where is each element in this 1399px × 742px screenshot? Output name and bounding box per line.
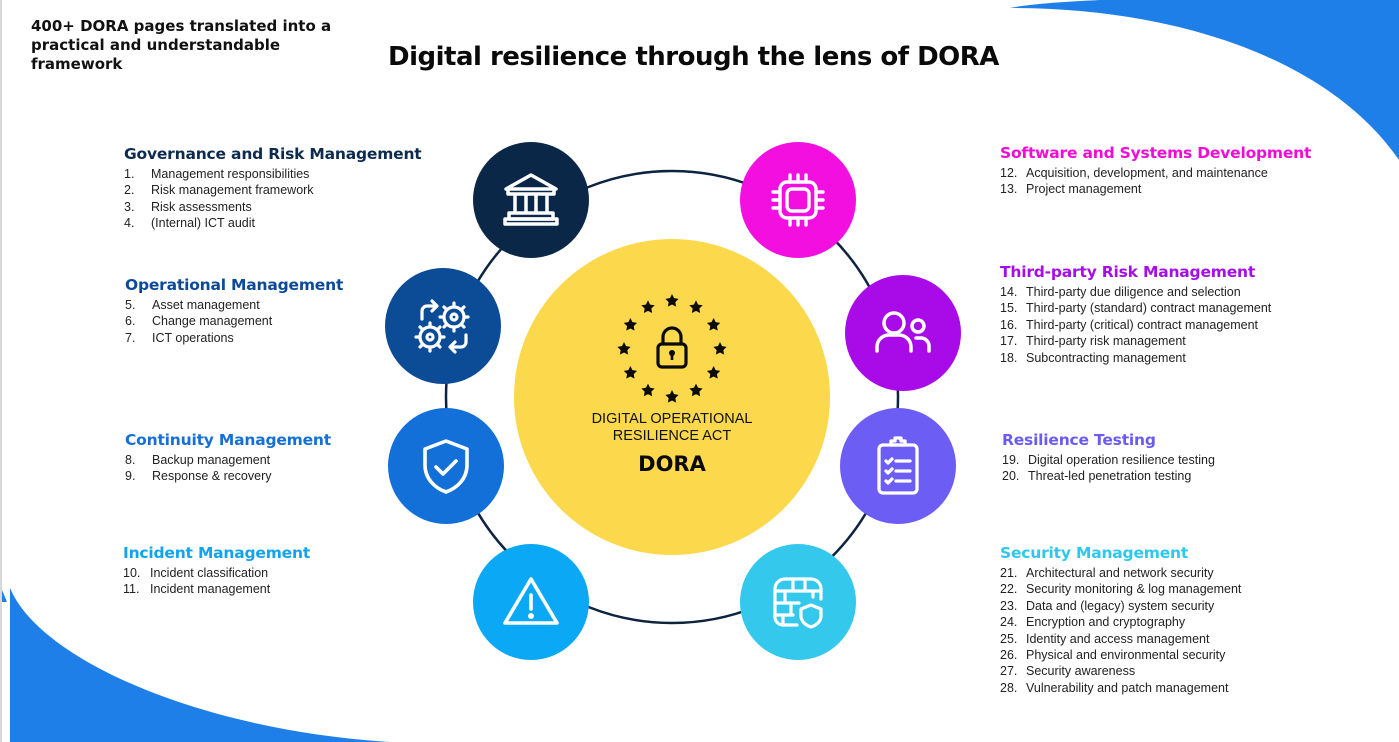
list-item: 4.(Internal) ICT audit [124, 216, 255, 231]
list-item: 28.Vulnerability and patch management [1000, 680, 1229, 695]
section-title: Third-party Risk Management [1000, 263, 1256, 281]
list-item: 20.Threat-led penetration testing [1002, 469, 1192, 484]
page-title: Digital resilience through the lens of D… [388, 42, 999, 72]
warning-triangle-icon [503, 577, 559, 625]
node-operational[interactable] [385, 268, 501, 384]
list-item: 25.Identity and access management [1000, 631, 1210, 646]
clipboard-checklist-icon [877, 436, 919, 495]
node-third-party[interactable] [845, 275, 961, 391]
act-name: DIGITAL OPERATIONAL RESILIENCE ACT [591, 411, 753, 444]
section-title: Continuity Management [125, 431, 331, 449]
firewall-shield-icon [773, 577, 823, 629]
list-item: 21.Architectural and network security [1000, 566, 1214, 580]
section-title: Governance and Risk Management [124, 145, 422, 163]
list-item: 27.Security awareness [1000, 664, 1136, 679]
cpu-chip-icon [771, 173, 825, 227]
section-software: Software and Systems Development 12.Acqu… [1000, 144, 1311, 198]
tagline: 400+ DORA pages translated into a practi… [31, 17, 332, 73]
list-item: 1.Management responsibilities [124, 167, 310, 181]
list-item: 10.Incident classification [123, 566, 269, 580]
node-resilience-testing[interactable] [840, 408, 956, 524]
list-item: 15.Third-party (standard) contract manag… [1000, 301, 1272, 316]
list-item: 7.ICT operations [125, 330, 234, 345]
list-item: 14.Third-party due diligence and selecti… [1000, 285, 1241, 299]
section-continuity: Continuity Management 8.Backup managemen… [125, 431, 331, 485]
users-icon [875, 311, 931, 353]
list-item: 9.Response & recovery [125, 469, 272, 484]
section-operational: Operational Management 5.Asset managemen… [125, 276, 343, 346]
node-continuity[interactable] [388, 408, 504, 524]
list-item: 24.Encryption and cryptography [1000, 615, 1186, 630]
list-item: 19.Digital operation resilience testing [1002, 453, 1215, 467]
list-item: 12.Acquisition, development, and mainten… [1000, 166, 1268, 180]
list-item: 17.Third-party risk management [1000, 334, 1186, 349]
list-item: 11.Incident management [123, 582, 271, 597]
section-governance: Governance and Risk Management 1.Managem… [124, 145, 422, 232]
eu-stars-padlock-icon [617, 294, 727, 403]
shield-check-icon [423, 439, 469, 494]
section-title: Resilience Testing [1002, 431, 1156, 449]
dora-acronym: DORA [638, 452, 706, 476]
list-item: 6.Change management [125, 314, 273, 329]
section-title: Operational Management [125, 276, 344, 294]
node-incident[interactable] [473, 544, 589, 660]
section-incident: Incident Management 10.Incident classifi… [123, 544, 310, 598]
list-item: 13.Project management [1000, 182, 1142, 197]
list-item: 3.Risk assessments [124, 199, 252, 214]
node-security[interactable] [740, 544, 856, 660]
section-title: Software and Systems Development [1000, 144, 1312, 162]
list-item: 26.Physical and environmental security [1000, 648, 1226, 663]
section-resilience-testing: Resilience Testing 19.Digital operation … [1002, 431, 1215, 485]
list-item: 2.Risk management framework [124, 183, 314, 198]
section-title: Incident Management [123, 544, 311, 562]
dora-center: DIGITAL OPERATIONAL RESILIENCE ACT DORA [514, 239, 830, 555]
list-item: 23.Data and (legacy) system security [1000, 598, 1215, 613]
list-item: 22.Security monitoring & log management [1000, 582, 1242, 597]
left-border [0, 0, 2, 742]
bank-building-icon [503, 173, 559, 226]
node-governance[interactable] [473, 142, 589, 258]
section-security: Security Management 21.Architectural and… [1000, 544, 1241, 696]
section-title: Security Management [1000, 544, 1189, 562]
list-item: 5.Asset management [125, 298, 260, 312]
list-item: 16.Third-party (critical) contract manag… [1000, 317, 1259, 332]
section-third-party: Third-party Risk Management 14.Third-par… [1000, 263, 1271, 366]
gears-cycle-icon [414, 299, 470, 354]
list-item: 8.Backup management [125, 453, 271, 467]
node-software[interactable] [740, 142, 856, 258]
list-item: 18.Subcontracting management [1000, 350, 1186, 365]
